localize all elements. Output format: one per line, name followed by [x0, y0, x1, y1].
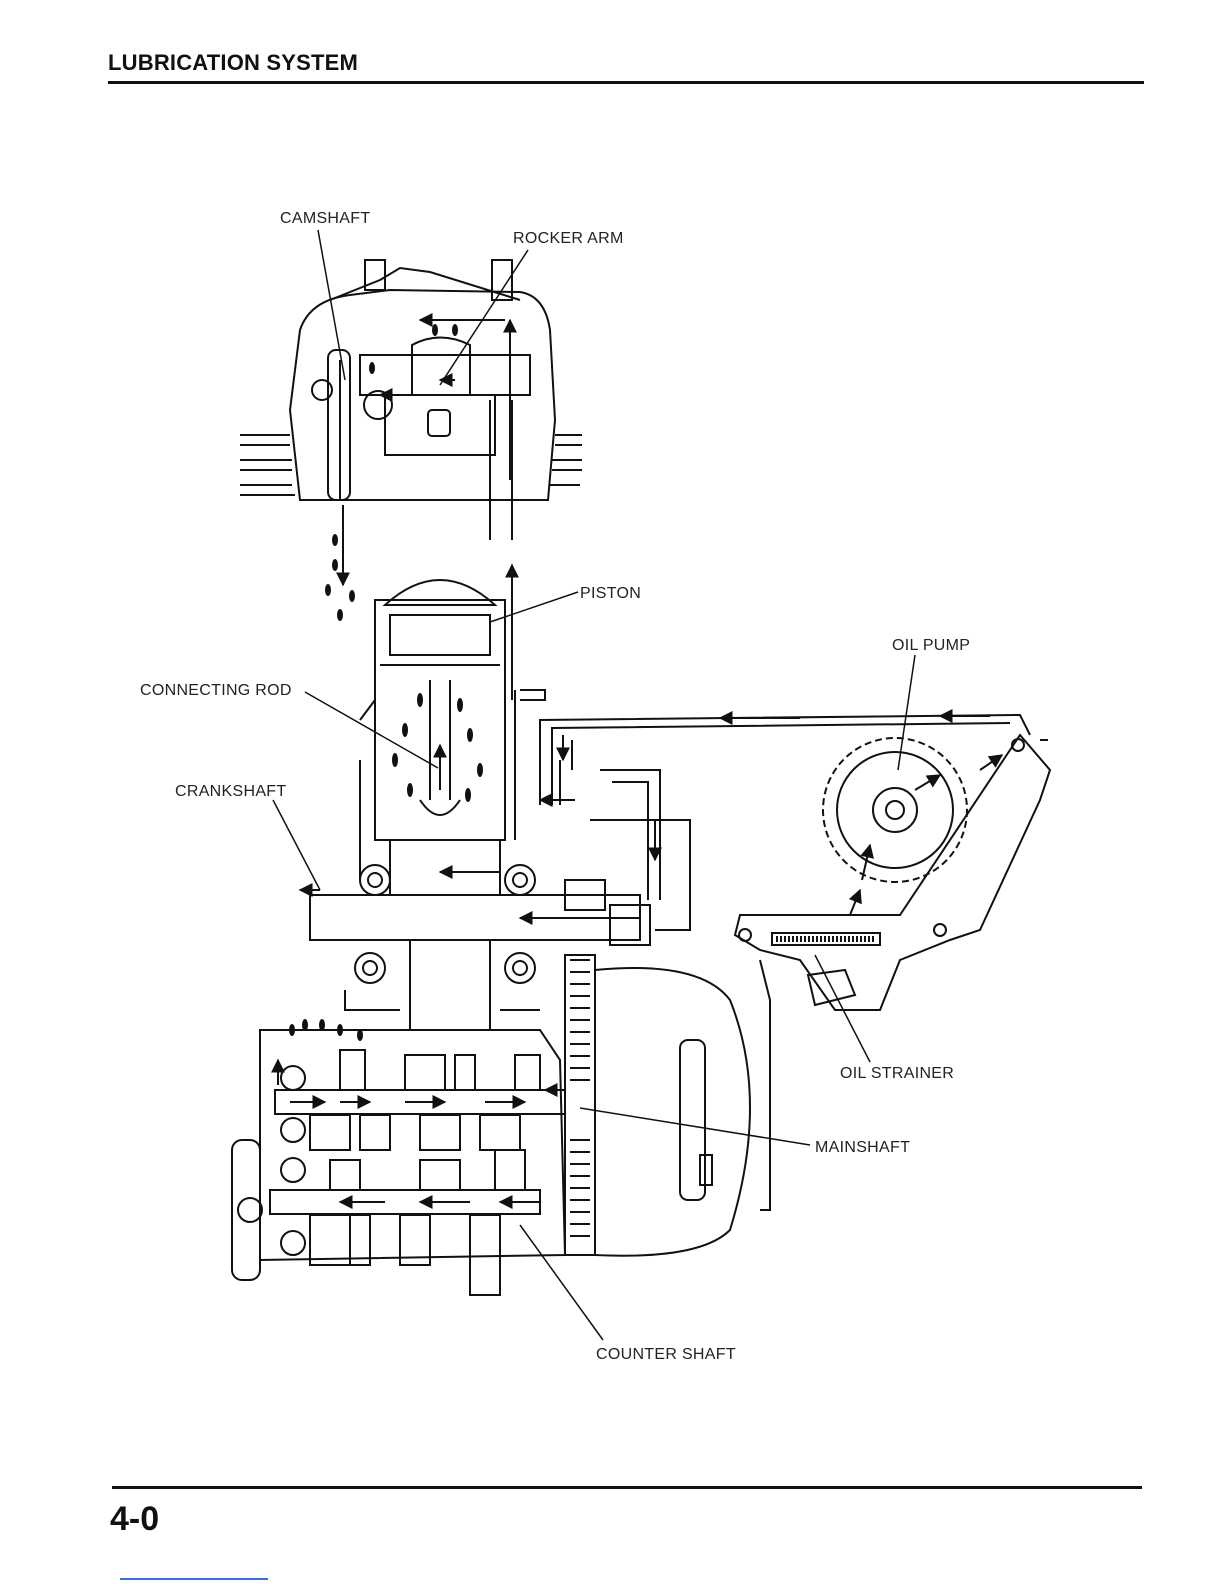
clutch-assembly — [565, 955, 770, 1256]
passage-oil-arrows — [540, 716, 990, 860]
oil-drops — [325, 324, 458, 621]
oil-pump-housing — [735, 735, 1050, 1010]
link-underline — [120, 1578, 268, 1580]
oil-pump-gear — [823, 738, 967, 882]
piston-splash-drops — [392, 693, 483, 802]
transmission — [232, 1030, 565, 1295]
label-counter-shaft: COUNTER SHAFT — [596, 1346, 736, 1363]
label-piston: PISTON — [580, 585, 641, 602]
cylinder-block — [360, 580, 515, 880]
label-mainshaft: MAINSHAFT — [815, 1139, 910, 1156]
label-rocker-arm: ROCKER ARM — [513, 230, 624, 247]
label-oil-strainer: OIL STRAINER — [840, 1065, 954, 1082]
label-camshaft: CAMSHAFT — [280, 210, 370, 227]
page-number: 4-0 — [110, 1500, 159, 1539]
label-oil-pump: OIL PUMP — [892, 637, 970, 654]
head-oil-flow — [343, 320, 510, 585]
oil-strainer-mesh — [772, 933, 880, 1005]
pump-oil-arrows — [850, 755, 1002, 915]
cylinder-head — [240, 260, 582, 540]
label-connecting-rod: CONNECTING ROD — [140, 682, 292, 699]
label-crankshaft: CRANKSHAFT — [175, 783, 286, 800]
footer-rule — [112, 1486, 1142, 1489]
